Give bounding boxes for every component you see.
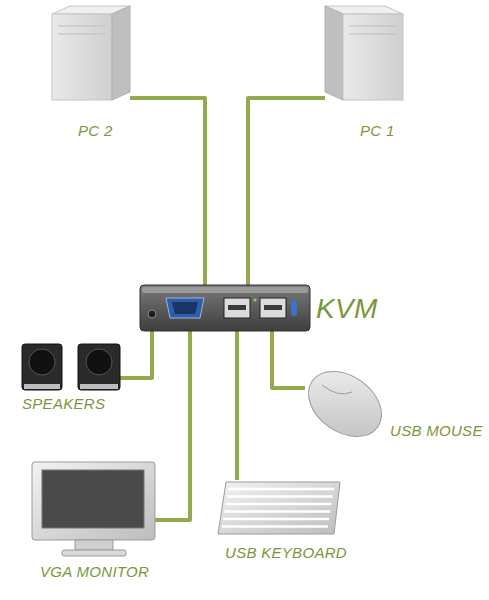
speaker-base — [24, 384, 60, 389]
speakers — [22, 344, 120, 390]
cable — [120, 330, 152, 378]
speaker-box — [78, 344, 120, 390]
device-label: USB MOUSE — [390, 422, 483, 440]
monitor-frame — [32, 462, 155, 540]
monitor-node: VGA MONITOR — [30, 460, 155, 585]
vga-monitor — [32, 462, 155, 556]
kvm-top-edge — [142, 287, 308, 293]
kvm-switch — [140, 285, 310, 331]
keyboard-node: USB KEYBOARD — [215, 480, 350, 570]
usb-port — [260, 298, 286, 318]
keyboard-body — [218, 482, 340, 534]
vga-pins — [172, 302, 198, 314]
speaker-box — [22, 344, 62, 390]
cable — [272, 330, 305, 388]
key-row — [223, 518, 329, 521]
usb-port — [224, 298, 250, 318]
key-row — [227, 495, 333, 498]
drive-bay — [58, 26, 106, 27]
select-button — [291, 300, 297, 316]
usb-slot — [264, 305, 282, 310]
usb-mouse — [296, 358, 394, 450]
speakers-node: SPEAKERS — [20, 340, 120, 415]
status-led — [253, 298, 256, 301]
drive-bay — [349, 26, 397, 27]
device-label: PC 1 — [360, 122, 395, 140]
key-row — [228, 488, 334, 491]
tower-front — [343, 14, 403, 100]
kvm-node: KVM — [140, 286, 381, 330]
device-title: KVM — [316, 292, 378, 326]
key-row — [226, 503, 332, 506]
monitor-screen — [42, 470, 144, 528]
kvm-housing — [140, 285, 310, 331]
speaker-driver — [29, 349, 55, 375]
device-label: USB KEYBOARD — [225, 544, 347, 562]
tower-front — [52, 14, 112, 100]
vga-port — [166, 298, 204, 318]
cable — [155, 330, 190, 520]
drive-bay — [58, 34, 106, 35]
cable — [130, 98, 205, 286]
drive-bay — [349, 34, 397, 35]
key-rows — [222, 489, 334, 527]
device-label: PC 2 — [78, 122, 113, 140]
audio-jack — [148, 310, 156, 318]
key-row — [222, 525, 328, 528]
mouse-button — [322, 385, 352, 394]
speaker-driver — [86, 349, 112, 375]
monitor-base — [62, 550, 126, 556]
pc-node: PC 2 — [50, 10, 130, 142]
pc-node: PC 1 — [325, 10, 405, 142]
key-row — [224, 510, 330, 513]
pc-tower — [325, 6, 403, 100]
device-label: SPEAKERS — [22, 395, 105, 413]
tower-side — [325, 6, 343, 100]
cable — [235, 330, 239, 480]
pc-tower — [52, 6, 130, 100]
mouse-node: USB MOUSE — [305, 365, 486, 450]
monitor-neck — [75, 540, 113, 550]
usb-keyboard — [218, 482, 340, 534]
cable — [248, 98, 325, 286]
mouse-body — [296, 358, 394, 450]
tower-side — [112, 6, 130, 100]
usb-slot — [228, 305, 246, 310]
speaker-base — [80, 384, 118, 389]
device-label: VGA MONITOR — [40, 563, 149, 581]
